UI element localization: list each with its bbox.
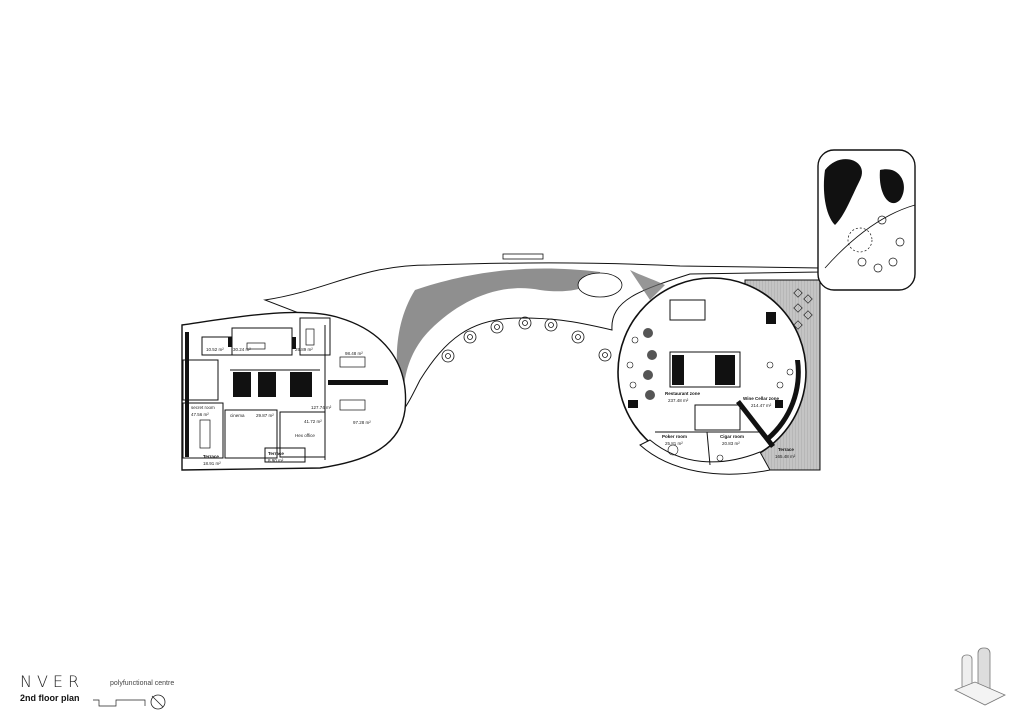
- room-area-label: 29.89 m²: [295, 347, 313, 352]
- room-area-label: 214.47 m²: [751, 403, 772, 408]
- room-name-label: Wine Cellar zone: [743, 396, 779, 401]
- room-name-label: Restaurant zone: [665, 391, 701, 396]
- left-building: 10.52 m² 30.24 m² 29.89 m² 98.48 m² 127.…: [181, 311, 407, 471]
- room-area-label: 18.91 m²: [203, 461, 221, 466]
- furniture: [199, 328, 366, 449]
- room-name-label: cinema: [230, 413, 245, 418]
- round-tables: [643, 328, 657, 400]
- room-name-label: Terrace: [203, 454, 219, 459]
- room-area-label: 30.24 m²: [233, 347, 251, 352]
- room-area-label: 8.90 m²: [268, 458, 284, 463]
- room-area-label: 29.87 m²: [256, 413, 274, 418]
- room-name-label: Cigar room: [720, 434, 744, 439]
- brand-logo: NVER: [20, 672, 85, 691]
- planting-bed: [396, 268, 600, 410]
- room-name-label: Hex office: [295, 433, 315, 438]
- room-area-label: 10.52 m²: [206, 347, 224, 352]
- room-area-label: 127.74 m²: [311, 405, 332, 410]
- room-area-label: 20.83 m²: [722, 441, 740, 446]
- room-area-label: 165.48 m²: [775, 454, 796, 459]
- room-name-label: Terrace: [268, 451, 284, 456]
- skylight: [502, 253, 544, 260]
- planting-bed: [630, 270, 665, 300]
- room-name-label: Poker room: [662, 434, 687, 439]
- room-area-label: 97.28 m²: [353, 420, 371, 425]
- project-subtitle: polyfunctional centre: [110, 680, 175, 687]
- room-area-label: 47.56 m²: [191, 412, 209, 417]
- right-building: Restaurant zone 237.48 m² Wine Cellar zo…: [617, 277, 821, 475]
- title-block: NVER polyfunctional centre 2nd floor pla…: [20, 672, 174, 703]
- terrace-loungers: [793, 288, 813, 330]
- room-area-label: 237.48 m²: [668, 398, 689, 403]
- scale-bar: [93, 699, 146, 707]
- axonometric-key: [954, 647, 1006, 706]
- room-name-label: Terrace: [778, 447, 794, 452]
- pavilion: [577, 272, 623, 298]
- tree-planters: [441, 316, 612, 363]
- room-area-label: 41.72 m²: [304, 419, 322, 424]
- room-name-label: secret room: [191, 405, 215, 410]
- room-area-label: 98.48 m²: [345, 351, 363, 356]
- plan-title: 2nd floor plan: [20, 693, 80, 703]
- north-arrow-icon: [150, 694, 166, 710]
- garden-pod: [817, 149, 916, 291]
- room-area-label: 25.81 m²: [665, 441, 683, 446]
- seating: [626, 336, 794, 462]
